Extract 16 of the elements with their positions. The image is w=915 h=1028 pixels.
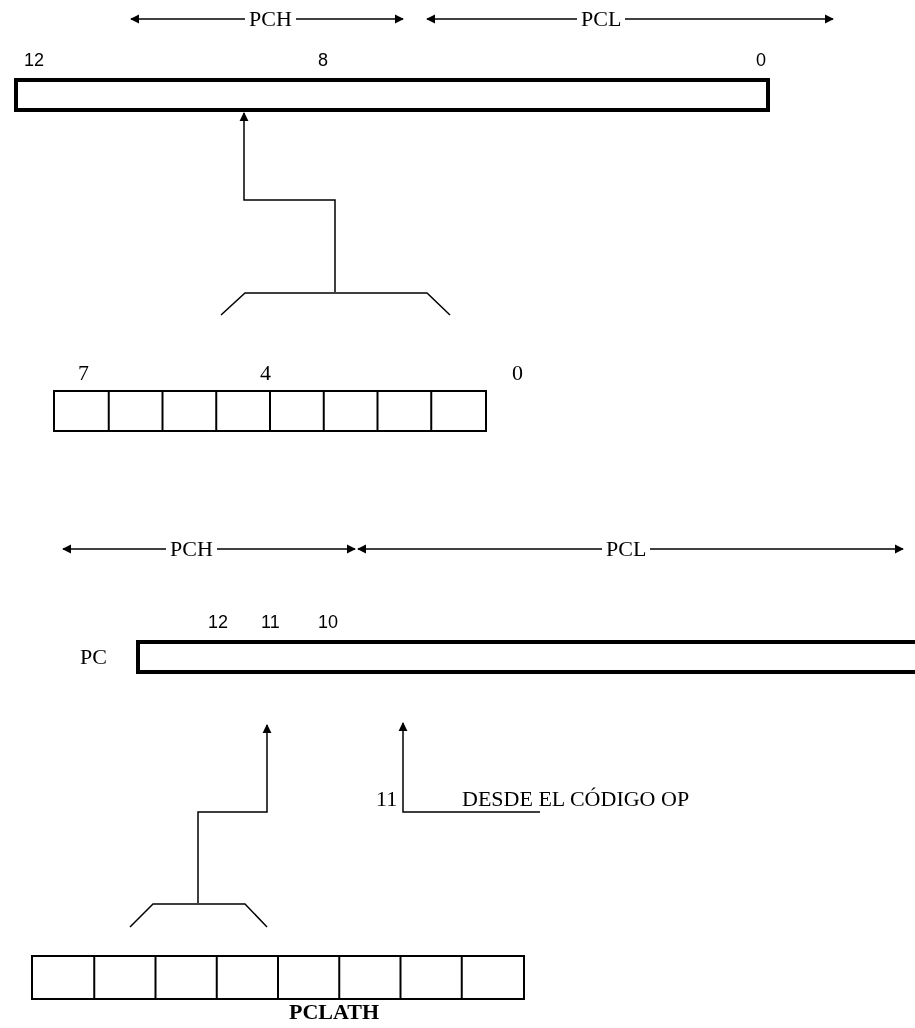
bit-number: 12	[24, 50, 45, 70]
bit-number: 4	[260, 361, 271, 385]
bit-number: 7	[78, 361, 89, 385]
bit-number: 0	[756, 50, 766, 70]
bit-number: 8	[318, 50, 328, 70]
bit-number: 12	[208, 612, 229, 632]
arrow	[398, 722, 541, 813]
bit-number: 10	[318, 612, 339, 632]
bit-number: 11	[261, 612, 280, 632]
arrow	[197, 724, 272, 904]
register-name: PC	[80, 645, 107, 669]
source-label: DESDE EL CÓDIGO OP	[462, 786, 690, 811]
register-name: PCLATH	[289, 1000, 380, 1024]
arrow	[239, 112, 336, 293]
bit-number: 0	[512, 361, 523, 385]
edge-label: 11	[376, 787, 398, 811]
